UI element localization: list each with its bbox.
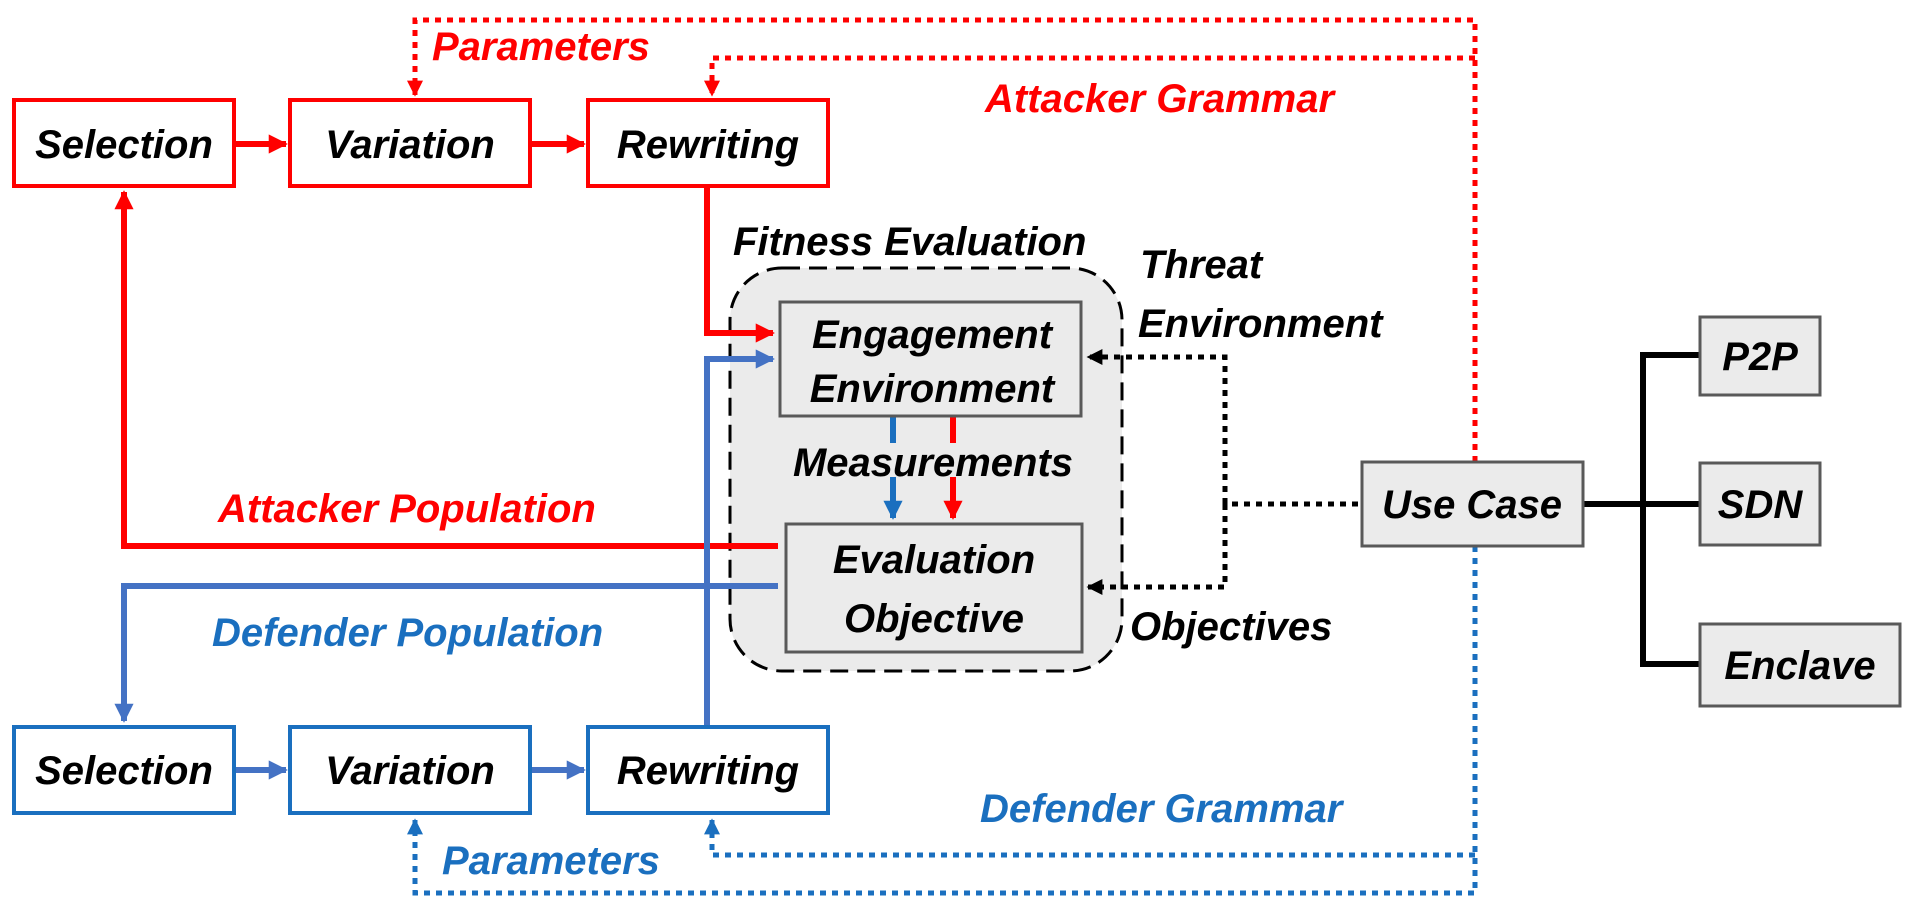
fitness-evaluation-title: Fitness Evaluation xyxy=(733,220,1086,264)
arrow-rewriting-to-engagement xyxy=(704,186,775,343)
attacker-variation-box xyxy=(288,98,532,188)
evaluation-label-line2: Objective xyxy=(844,597,1024,641)
enclave-label: Enclave xyxy=(1724,644,1875,688)
attacker-population-label: Attacker Population xyxy=(217,487,596,531)
arrow-defender-population-to-selection xyxy=(114,583,778,723)
objectives-dotted-arrow xyxy=(1086,504,1228,596)
attacker-rewriting-label: Rewriting xyxy=(617,123,799,167)
p2p-box xyxy=(1698,315,1822,397)
attacker-parameters-label: Parameters xyxy=(432,25,650,69)
attacker-rewriting-box xyxy=(586,98,830,188)
attacker-variation-label: Variation xyxy=(325,123,495,167)
threat-label-line2: Environment xyxy=(1138,302,1384,346)
threat-environment-dotted-arrow xyxy=(1086,348,1228,504)
sdn-label: SDN xyxy=(1718,483,1804,527)
arrow-rewriting-to-engagement-defender xyxy=(704,349,775,727)
defender-variation-box xyxy=(288,725,532,815)
measurements-label: Measurements xyxy=(793,441,1073,485)
attacker-selection-box xyxy=(12,98,236,188)
defender-variation-label: Variation xyxy=(325,749,495,793)
use-case-label: Use Case xyxy=(1382,483,1562,527)
use-case-box xyxy=(1360,460,1585,548)
defender-rewriting-label: Rewriting xyxy=(617,749,799,793)
objectives-label: Objectives xyxy=(1130,605,1332,649)
defender-parameters-label: Parameters xyxy=(442,839,660,883)
defender-selection-box xyxy=(12,725,236,815)
attacker-selection-label: Selection xyxy=(35,123,213,167)
defender-grammar-dotted-arrow xyxy=(703,818,1475,858)
defender-parameters-dotted-arrow xyxy=(406,546,1478,896)
evaluation-objective-box xyxy=(784,522,1084,654)
attacker-grammar-dotted-arrow xyxy=(703,55,1475,97)
arrow-attacker-population-to-selection xyxy=(114,190,778,549)
defender-selection-label: Selection xyxy=(35,749,213,793)
engagement-environment-box xyxy=(778,300,1083,418)
evaluation-label-line1: Evaluation xyxy=(833,538,1035,582)
enclave-box xyxy=(1698,622,1902,708)
engagement-label-line1: Engagement xyxy=(812,313,1054,357)
attacker-parameters-dotted-arrow xyxy=(406,17,1478,462)
engagement-label-line2: Environment xyxy=(810,367,1056,411)
defender-grammar-label: Defender Grammar xyxy=(980,787,1345,831)
sdn-box xyxy=(1698,461,1822,547)
attacker-grammar-label: Attacker Grammar xyxy=(984,77,1336,121)
use-case-bracket xyxy=(1640,352,1700,667)
defender-rewriting-box xyxy=(586,725,830,815)
defender-population-label: Defender Population xyxy=(212,611,603,655)
threat-label-line1: Threat xyxy=(1140,243,1264,287)
p2p-label: P2P xyxy=(1722,335,1798,379)
